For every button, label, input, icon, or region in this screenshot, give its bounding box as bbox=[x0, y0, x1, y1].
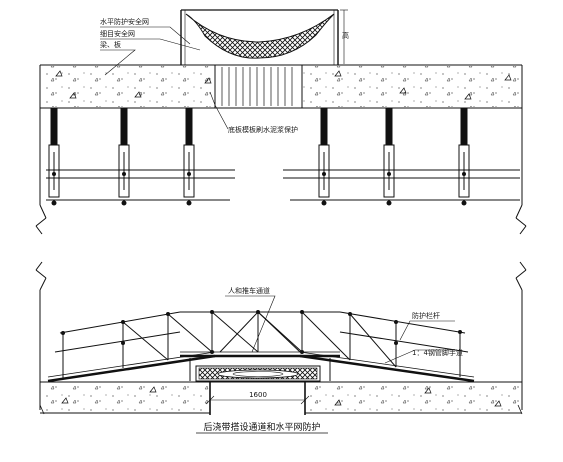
shoring-prop bbox=[318, 107, 330, 198]
guardrail-clamps bbox=[61, 310, 462, 354]
bottom-slab bbox=[39, 381, 523, 415]
label-horizontal-net: 水平防护安全网 bbox=[100, 17, 149, 26]
shoring-prop bbox=[458, 107, 470, 198]
shoring-prop bbox=[48, 107, 60, 198]
label-formwork-note: 底板模板刷水泥浆保护 bbox=[228, 125, 298, 134]
shoring-prop bbox=[183, 107, 195, 198]
label-ramp: 1：4钢管脚手道 bbox=[412, 348, 463, 357]
dimension-line bbox=[205, 395, 310, 405]
label-beam-slab: 梁、板 bbox=[100, 40, 121, 49]
top-slab bbox=[35, 64, 527, 235]
shoring-prop bbox=[118, 107, 130, 198]
top-leaders bbox=[100, 26, 229, 130]
shoring-props bbox=[46, 107, 520, 206]
label-walkway: 人和推车通道 bbox=[228, 286, 270, 295]
walkway-ramps bbox=[47, 351, 475, 383]
horizontal-safety-net bbox=[180, 9, 339, 65]
label-dense-mesh-net: 细目安全网 bbox=[100, 29, 135, 38]
bottom-leaders bbox=[225, 295, 455, 364]
bottom-section: 人和推车通道 防护栏杆 1：4钢管脚手道 1600 后浇带搭设通道和水平网防护 bbox=[35, 261, 527, 434]
bottom-walls bbox=[35, 261, 527, 410]
figure-caption: 后浇带搭设通道和水平网防护 bbox=[203, 421, 320, 433]
dimension-1600: 1600 bbox=[249, 391, 267, 399]
top-section: 水平防护安全网 细目安全网 梁、板 底板模板刷水泥浆保护 高 bbox=[35, 9, 527, 235]
side-mark: 高 bbox=[342, 31, 349, 40]
label-guardrail: 防护栏杆 bbox=[412, 311, 440, 320]
shoring-prop bbox=[383, 107, 395, 198]
strip-cover bbox=[195, 365, 321, 382]
